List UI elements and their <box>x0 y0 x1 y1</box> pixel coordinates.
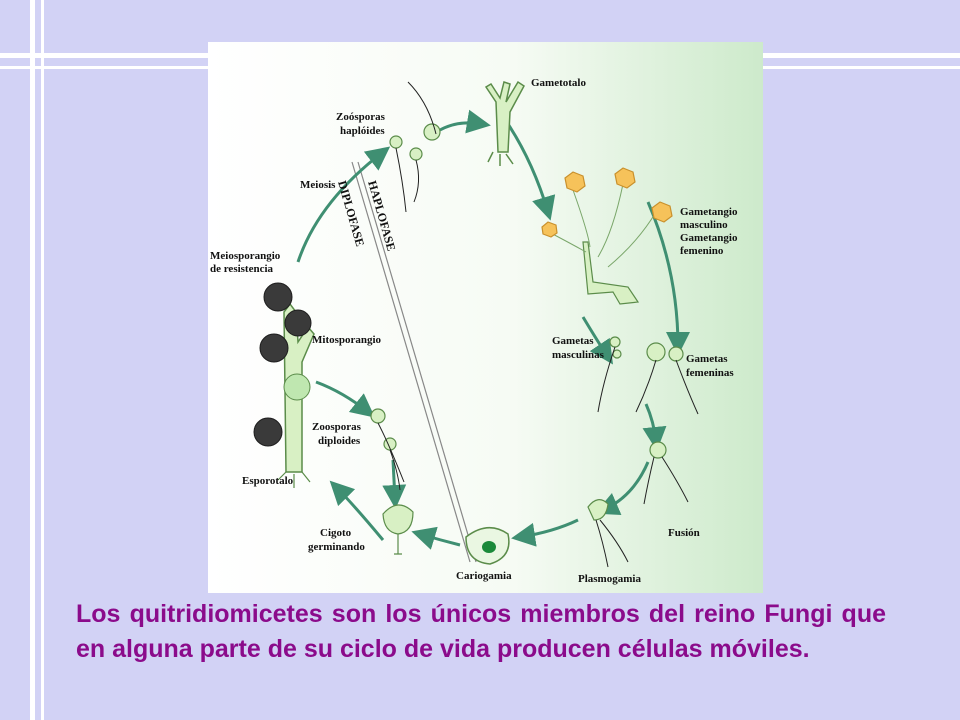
diploid-zoospores-illustration <box>370 408 405 491</box>
arrow-meiosporangium-to-meiosis <box>296 146 391 263</box>
arrow-zoospores-diploid-to-zygote <box>382 459 407 509</box>
label-zoosporas-haploides-1: Zoósporas <box>336 111 386 123</box>
arrow-to-fusion <box>642 403 667 451</box>
arrow-to-male-gametes <box>581 316 613 365</box>
caption-text: Los quitridiomicetes son los únicos miem… <box>76 600 886 663</box>
label-fusion: Fusión <box>668 527 700 539</box>
label-zoosporas-haploides-2: haplóides <box>340 125 385 137</box>
label-plasmogamia: Plasmogamia <box>578 573 641 585</box>
gametothallus-illustration <box>484 80 525 166</box>
haploid-zoospores-illustration <box>389 81 441 213</box>
phase-divider-line <box>351 161 471 563</box>
arrow-gametothallus-down <box>506 123 556 221</box>
gametes-illustration <box>597 336 699 415</box>
frame-line-vertical-1 <box>30 0 35 720</box>
label-gametas-masculinas-1: Gametas <box>552 335 594 347</box>
label-meiosporangio-2: de resistencia <box>210 263 274 275</box>
label-gametangio-femenino-1: Gametangio <box>680 232 738 244</box>
arrow-plasmogamy-to-karyogamy <box>511 518 579 547</box>
cycle-arrows <box>296 109 690 550</box>
gametangia-illustration <box>541 167 673 305</box>
label-gametangio-masculino-1: Gametangio <box>680 206 738 218</box>
arrow-fusion-to-plasmogamy <box>594 461 650 516</box>
sporothallus-illustration <box>253 282 315 488</box>
label-esporotalo: Esporotalo <box>242 475 294 487</box>
arrow-mitosporangium-to-zoospores <box>315 380 376 418</box>
label-mitosporangio: Mitosporangio <box>312 334 382 346</box>
label-gametas-femeninas-2: femeninas <box>686 367 734 379</box>
label-meiosis: Meiosis <box>300 179 336 191</box>
label-gametangio-femenino-2: femenino <box>680 245 724 257</box>
label-gametas-masculinas-2: masculinas <box>552 349 605 361</box>
chytrid-life-cycle-diagram: Gametotalo Zoósporas haplóides Meiosis M… <box>208 42 763 593</box>
arrow-zoospores-to-gametothallus <box>439 109 491 134</box>
germinating-zygote-illustration <box>382 504 414 555</box>
arrow-zygote-to-esporotalo <box>329 480 385 541</box>
label-gametangio-masculino-2: masculino <box>680 219 728 231</box>
arrow-karyogamy-to-zygote <box>411 526 461 550</box>
karyogamy-illustration <box>465 527 510 565</box>
label-meiosporangio-1: Meiosporangio <box>210 250 281 262</box>
label-cariogamia: Cariogamia <box>456 570 512 582</box>
frame-line-vertical-2 <box>41 0 44 720</box>
plasmogamy-illustration <box>587 499 629 568</box>
label-zoosporas-diploides-1: Zoosporas <box>312 421 362 433</box>
label-gametotalo: Gametotalo <box>531 77 586 89</box>
label-cigoto-2: germinando <box>308 541 365 553</box>
fusion-illustration <box>643 441 689 505</box>
label-gametas-femeninas-1: Gametas <box>686 353 728 365</box>
label-cigoto-1: Cigoto <box>320 527 352 539</box>
label-zoosporas-diploides-2: diploides <box>318 435 361 447</box>
phase-divider-line-2 <box>357 161 477 563</box>
